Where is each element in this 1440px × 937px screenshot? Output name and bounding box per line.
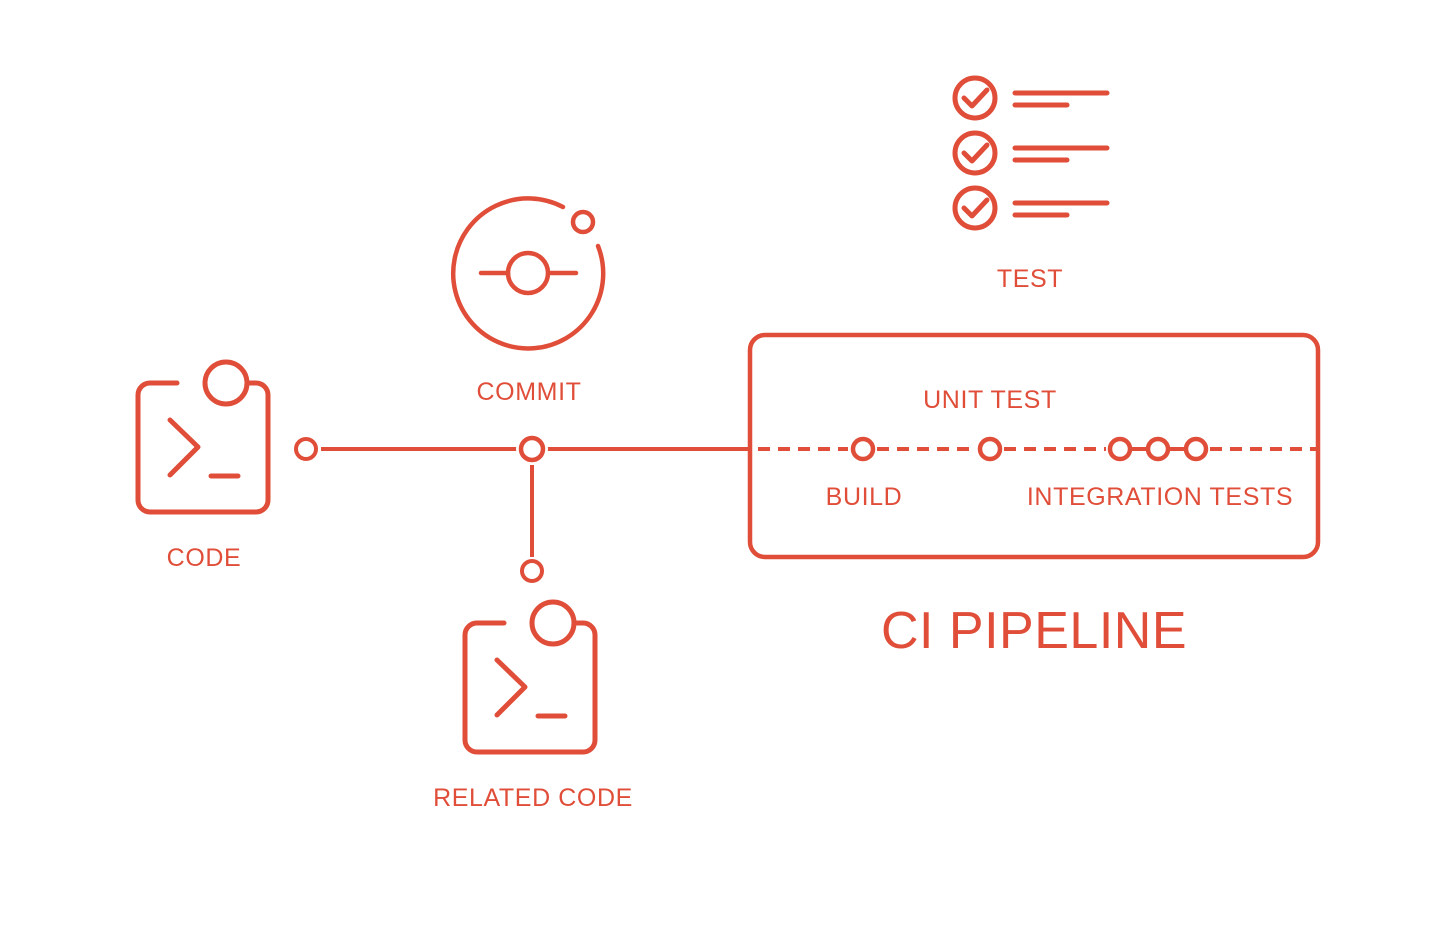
stage-label-build: BUILD <box>826 483 903 511</box>
pipeline-node-build <box>850 436 876 462</box>
code-terminal-icon <box>138 362 268 512</box>
pipeline-nodes <box>850 436 1209 462</box>
commit-label: COMMIT <box>477 378 582 406</box>
checklist-row <box>955 78 1107 118</box>
stage-label-unit-test: UNIT TEST <box>923 386 1057 414</box>
pipeline-node-integration-3 <box>1183 436 1209 462</box>
related-code-label: RELATED CODE <box>433 784 633 812</box>
test-label: TEST <box>997 265 1063 293</box>
pipeline-node-unit-test <box>977 436 1003 462</box>
branch-start-node <box>294 437 318 461</box>
pipeline-box <box>747 332 1321 560</box>
branch-connector <box>294 433 750 583</box>
checklist-row <box>955 188 1107 228</box>
branch-end-node <box>520 559 544 583</box>
pipeline-title: CI PIPELINE <box>881 602 1187 660</box>
test-checklist-icon <box>955 78 1107 228</box>
commit-icon <box>450 196 606 351</box>
pipeline-node-integration-2 <box>1145 436 1171 462</box>
pipeline-node-integration-1 <box>1107 436 1133 462</box>
checklist-row <box>955 133 1107 173</box>
branch-junction-node <box>518 435 546 463</box>
stage-label-integration-tests: INTEGRATION TESTS <box>1027 483 1293 511</box>
code-label: CODE <box>167 544 242 572</box>
related-code-terminal-icon <box>465 602 595 752</box>
